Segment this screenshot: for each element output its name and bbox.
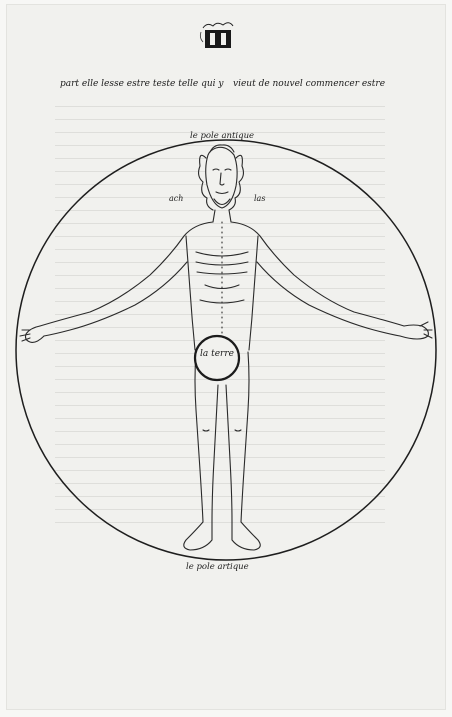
- figure-label-right: las: [254, 194, 265, 203]
- figure-label-left: ach: [169, 194, 183, 203]
- earth-label: la terre: [200, 349, 234, 359]
- pole-label-top: le pole antique: [190, 131, 254, 141]
- pole-label-bottom: le pole artique: [186, 562, 249, 572]
